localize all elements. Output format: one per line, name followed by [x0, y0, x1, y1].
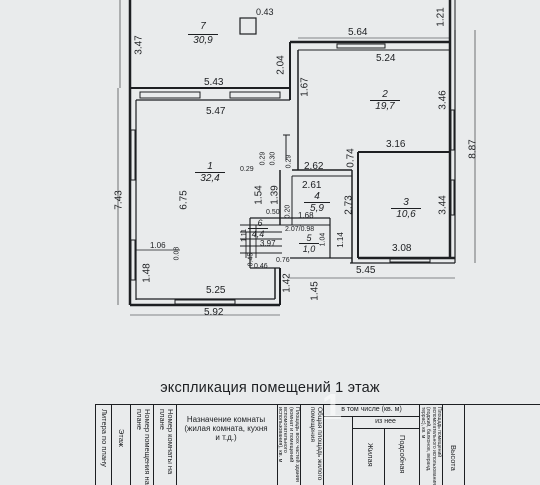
dim-1-54: 1.54	[253, 185, 265, 205]
col-obshaya: Общая площадь жилого помещения	[301, 405, 324, 485]
room-2-number: 2	[382, 89, 388, 100]
dim-5-25: 5.25	[206, 285, 226, 296]
dim-2-07-0-98: 2.07/0.98	[285, 226, 315, 233]
header-iz-nee: из нее	[375, 418, 396, 425]
col-vysota: Высота	[442, 405, 465, 485]
dim-0-30: 0.30	[269, 151, 277, 166]
room-2-area: 19,7	[370, 100, 400, 112]
room-4-number: 4	[314, 191, 320, 202]
room-3-number: 3	[403, 197, 409, 208]
header-nomer-pom: Номер помещения на плане	[135, 409, 152, 485]
divider-v-tom	[324, 416, 419, 417]
col-vspomog: Площадь помещений вспомогательного испол…	[419, 405, 443, 485]
dim-8-87: 8.87	[467, 139, 479, 159]
col-etazh: Этаж	[112, 405, 131, 485]
dim-1-21: 1.21	[435, 7, 447, 27]
room-7-area: 30,9	[188, 34, 218, 46]
explication-title: экспликация помещений 1 этаж	[160, 380, 380, 396]
col-nomer-kom: Номер комнаты на плане	[154, 405, 177, 485]
dim-0-74: 0.74	[345, 148, 357, 168]
dim-3-46: 3.46	[437, 90, 449, 110]
dim-0-29-b: 0.29	[240, 166, 254, 173]
dim-5-64: 5.64	[348, 27, 368, 38]
dim-6-75: 6.75	[178, 190, 190, 210]
watermark-digit: 1	[322, 386, 343, 427]
room-6-area: 4,4	[248, 228, 268, 239]
dim-5-92: 5.92	[204, 307, 224, 318]
room-5-number: 5	[306, 233, 312, 243]
dim-1-42: 1.42	[281, 273, 293, 293]
room-3-area: 10,6	[391, 208, 421, 220]
header-vysota: Высота	[449, 445, 458, 471]
dim-3-47: 3.47	[133, 35, 145, 55]
dim-2-62: 2.62	[304, 161, 324, 172]
dim-0-20: 0.20	[284, 204, 292, 219]
room-6-number: 6	[257, 218, 263, 228]
room-1-area: 32,4	[195, 172, 225, 184]
room-5-area: 1,0	[299, 243, 319, 254]
dim-0-46: 0.46	[254, 263, 268, 270]
explication-table-header: Литера по плану Этаж Номер помещения на …	[95, 404, 540, 485]
dim-0-76: 0.76	[276, 257, 290, 264]
header-nomer-kom: Номер комнаты на плане	[158, 409, 175, 475]
dim-5-24: 5.24	[376, 53, 396, 64]
sub-col-divider-2	[384, 428, 385, 485]
dim-3-44: 3.44	[437, 195, 449, 215]
room-7-number: 7	[200, 21, 206, 32]
room-1-number: 1	[207, 161, 213, 172]
dim-2-04: 2.04	[275, 55, 287, 75]
dim-1-39: 1.39	[269, 185, 281, 205]
dim-2-61: 2.61	[302, 180, 322, 191]
header-podsobnaya: Подсобная	[398, 435, 407, 474]
dim-1-14: 1.14	[335, 232, 345, 248]
header-naznachenie: Назначение комнаты (жилая комната, кухня…	[184, 415, 268, 443]
header-etazh: Этаж	[117, 429, 126, 447]
dim-1-67: 1.67	[299, 77, 311, 97]
dim-0-29-c: 0.29	[285, 154, 293, 169]
dim-3-08: 3.08	[392, 243, 412, 254]
col-litera: Литера по плану	[96, 405, 112, 485]
header-zhilaya: Жилая	[366, 443, 375, 467]
room-4-area: 5,9	[304, 202, 330, 214]
header-vspomog: Площадь помещений вспомогательного испол…	[420, 407, 442, 485]
dim-2-73: 2.73	[343, 195, 355, 215]
dim-1-06: 1.06	[150, 241, 166, 250]
col-nomer-pom: Номер помещения на плане	[131, 405, 154, 485]
dim-1-11: 1.11	[241, 228, 249, 243]
dim-3-97: 3.97	[260, 239, 276, 248]
sub-col-divider-1	[352, 416, 353, 485]
header-v-tom-chisle: в том числе (кв. м)	[341, 406, 402, 413]
dim-1-45: 1.45	[309, 281, 321, 301]
dim-7-43: 7.43	[113, 190, 125, 210]
col-ploshad-vsex: Площадь всех частей здания (комнат и пом…	[278, 405, 301, 485]
header-ploshad-vsex: Площадь всех частей здания (комнат и пом…	[278, 407, 300, 482]
dim-0-29-a: 0.29	[259, 151, 267, 166]
divider-iz-nee	[352, 428, 419, 429]
dim-5-47: 5.47	[206, 106, 226, 117]
dim-1-68: 1.68	[298, 211, 314, 220]
dim-0-50: 0.50	[266, 209, 280, 216]
col-naznachenie: Назначение комнаты (жилая комната, кухня…	[177, 405, 278, 485]
dim-3-16: 3.16	[386, 139, 406, 150]
dim-5-45: 5.45	[356, 265, 376, 276]
col-v-tom-chisle: в том числе (кв. м) из нее Жилая Подсобн…	[324, 405, 419, 485]
dim-0-08: 0.08	[173, 246, 181, 261]
small-box-label: 0.43	[256, 7, 274, 17]
dim-1-48: 1.48	[141, 263, 153, 283]
header-obshaya: Общая площадь жилого помещения	[309, 407, 323, 481]
header-litera: Литера по плану	[100, 409, 109, 467]
dim-5-43: 5.43	[204, 77, 224, 88]
dim-1-04: 1.04	[319, 232, 327, 247]
